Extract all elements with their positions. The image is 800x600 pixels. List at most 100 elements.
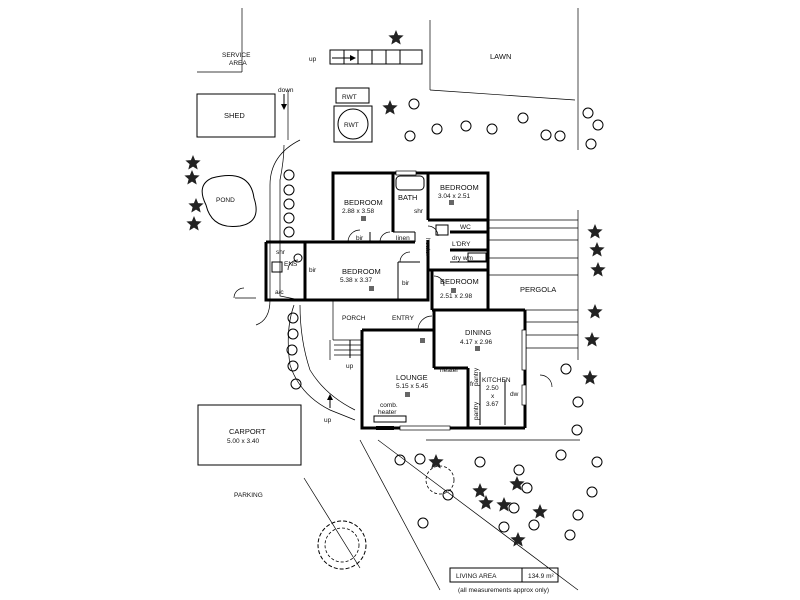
heater-hall-label: heater xyxy=(424,238,431,257)
master-bedroom-size: 5.38 x 3.37 xyxy=(340,277,373,284)
entry-label: ENTRY xyxy=(392,315,415,322)
bush xyxy=(560,363,572,375)
dishwasher-label: dw xyxy=(510,391,519,398)
tree xyxy=(587,224,603,239)
bedroom2-size: 2.88 x 3.58 xyxy=(342,208,375,215)
wc-label: WC xyxy=(460,224,471,231)
bush xyxy=(486,123,498,135)
bush xyxy=(283,184,295,196)
shed-label: SHED xyxy=(224,111,245,120)
tree xyxy=(532,504,548,519)
up-label-top: up xyxy=(309,56,317,63)
pantry-label-1: pantry xyxy=(473,367,480,386)
bush xyxy=(474,456,486,468)
bush xyxy=(582,107,594,119)
living-area-label: LIVING AREA xyxy=(456,573,497,580)
living-area-legend: LIVING AREA 134.9 m² (all measurements a… xyxy=(449,567,559,594)
rwt-tank-rect xyxy=(335,87,370,104)
service-area-label-1: SERVICE xyxy=(222,52,251,59)
ensuite-label: ENS xyxy=(284,261,298,268)
tree xyxy=(186,216,202,231)
site-boundaries xyxy=(197,8,580,591)
carport-label: CARPORT xyxy=(229,427,266,436)
bath-label: BATH xyxy=(398,193,417,202)
light-fittings xyxy=(361,200,480,397)
kitchen-dim2: 3.67 xyxy=(486,401,499,408)
kitchen-label: KITCHEN xyxy=(482,377,511,384)
master-bedroom-label: BEDROOM xyxy=(342,267,381,276)
tree xyxy=(510,532,526,547)
bush xyxy=(572,509,584,521)
tree xyxy=(184,170,200,185)
dining-size: 4.17 x 2.96 xyxy=(460,339,493,346)
bush xyxy=(555,449,567,461)
shed xyxy=(196,93,276,138)
tree xyxy=(582,370,598,385)
pond-label: POND xyxy=(216,197,235,204)
dry-wm-label: dry wm xyxy=(452,255,473,262)
dining-label: DINING xyxy=(465,328,491,337)
rwt-tank-round xyxy=(337,108,369,140)
shr-ens-label: shr xyxy=(276,249,286,256)
bush xyxy=(283,212,295,224)
down-label: down xyxy=(278,87,294,94)
bush xyxy=(528,519,540,531)
trees xyxy=(184,30,606,547)
bush xyxy=(417,517,429,529)
measurements-note: (all measurements approx only) xyxy=(458,587,549,594)
bush xyxy=(442,489,454,501)
tree xyxy=(590,262,606,277)
tree xyxy=(382,100,398,115)
lounge-size: 5.15 x 5.45 xyxy=(396,383,429,390)
kitchen-x: x xyxy=(491,393,495,400)
bush xyxy=(287,360,299,372)
parking-label: PARKING xyxy=(234,492,263,499)
tree xyxy=(509,476,525,491)
bush xyxy=(586,486,598,498)
tree xyxy=(584,332,600,347)
tree xyxy=(388,30,404,45)
bush xyxy=(508,502,520,514)
tree xyxy=(589,242,605,257)
bush xyxy=(283,198,295,210)
bush xyxy=(460,120,472,132)
bush xyxy=(540,129,552,141)
laundry-label: L'DRY xyxy=(452,241,471,248)
lawn-label: LAWN xyxy=(490,52,511,61)
bush xyxy=(585,138,597,150)
bush xyxy=(592,119,604,131)
bush xyxy=(591,456,603,468)
tree xyxy=(478,495,494,510)
garden-path xyxy=(329,49,423,65)
carport xyxy=(197,404,302,466)
pond xyxy=(201,175,257,228)
linen-label: linen xyxy=(396,235,410,242)
tree xyxy=(496,497,512,512)
bush xyxy=(517,112,529,124)
service-area-label-2: AREA xyxy=(229,60,247,67)
bush xyxy=(572,396,584,408)
bush xyxy=(408,98,420,110)
shr-bath-label: shr xyxy=(414,208,424,215)
comb-heater-label-1: comb. xyxy=(380,402,398,409)
pergola-label: PERGOLA xyxy=(520,285,556,294)
bir-label-1: bir xyxy=(356,235,364,242)
bush xyxy=(431,123,443,135)
bush xyxy=(287,328,299,340)
bush xyxy=(286,344,298,356)
pergola-slats xyxy=(488,210,579,360)
carport-size: 5.00 x 3.40 xyxy=(227,438,260,445)
bush xyxy=(394,454,406,466)
rwt-tank-round-label: RWT xyxy=(344,122,359,129)
bedroom3-size: 3.04 x 2.51 xyxy=(438,193,471,200)
bedroom2-label: BEDROOM xyxy=(344,198,383,207)
bush xyxy=(290,378,302,390)
bush xyxy=(287,312,299,324)
bedroom3-label: BEDROOM xyxy=(440,183,479,192)
bush xyxy=(571,424,583,436)
bush xyxy=(521,482,533,494)
bush xyxy=(564,529,576,541)
bush xyxy=(498,521,510,533)
porch-label: PORCH xyxy=(342,315,366,322)
